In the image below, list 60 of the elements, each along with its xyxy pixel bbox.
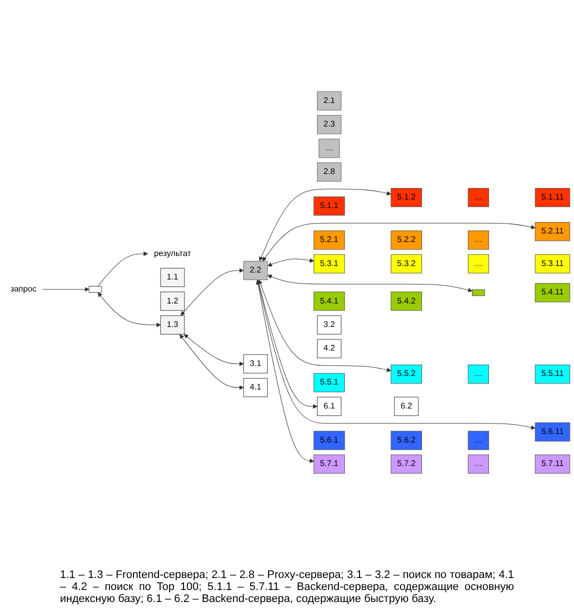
node-text: результат (154, 249, 192, 258)
node-box: 5.2.2 (390, 230, 422, 250)
node-box: 2.2 (243, 260, 268, 280)
node-box: … (468, 430, 490, 450)
node-box: 3.1 (243, 354, 268, 374)
node-box: 2.3 (317, 115, 342, 134)
node-box: 5.3.2 (390, 254, 422, 274)
node-box: 5.1.2 (390, 188, 422, 208)
node-box (472, 289, 485, 296)
node-box: 5.4.2 (390, 292, 422, 311)
arrow (258, 280, 392, 372)
arrow (180, 268, 244, 316)
arrow (98, 251, 148, 286)
node-box: 5.4.11 (534, 283, 570, 302)
node-box: 5.7.11 (534, 454, 570, 474)
node-box: 5.5.11 (534, 364, 570, 384)
node-box: 5.3.11 (534, 254, 570, 274)
node-box: 5.2.1 (314, 230, 345, 250)
node-box: 1.3 (160, 315, 185, 334)
node-box: 1.1 (160, 268, 185, 288)
arrow (259, 188, 392, 262)
node-box: 1.2 (160, 292, 185, 311)
node-box: 3.2 (317, 315, 342, 334)
node-box: … (468, 230, 490, 250)
node-box: 5.5.2 (390, 364, 422, 384)
arrow (256, 280, 314, 463)
node-box: 2.1 (317, 91, 342, 110)
node-box: 5.7.2 (390, 454, 422, 474)
node-box: 5.4.1 (314, 292, 345, 311)
arrow (256, 280, 536, 430)
node-box: 5.2.11 (534, 222, 570, 242)
node-box: … (468, 454, 490, 474)
node-box: 5.1.11 (534, 188, 570, 208)
arrow (267, 274, 472, 292)
arrow (262, 222, 536, 262)
node-box: … (468, 254, 490, 274)
node-box: 5.6.1 (314, 430, 345, 450)
node-box: 5.1.1 (314, 196, 345, 216)
node-box: 5.7.1 (314, 454, 345, 474)
node-box: 5.6.11 (534, 422, 570, 442)
arrow (256, 280, 318, 409)
node-box: 5.3.1 (314, 254, 345, 274)
node-box: 5.5.1 (314, 373, 345, 392)
node-box: 5.6.2 (390, 430, 422, 450)
arrow (180, 334, 244, 390)
node-box (88, 286, 102, 293)
node-box: … (468, 188, 490, 208)
node-box: 2.8 (317, 162, 342, 182)
caption: 1.1 – 1.3 – Frontend-сервера; 2.1 – 2.8 – Proxy-сервера; 3.1 – 3.2 – поиск по товарам; 4.1 – 4.2 – поиск по Top 100; 5.1.1 – 5.7.11 – Backend-сервера, содержащие основную индексную базу; 6.1 – 6.2 – Backend-сервера, содержащие быструю базу. (59, 568, 515, 607)
node-box: … (468, 364, 490, 384)
arrow (267, 258, 314, 267)
arrow (42, 287, 90, 292)
arrow (184, 334, 244, 366)
node-box: … (318, 138, 340, 158)
arrow (98, 292, 161, 328)
node-box: 4.2 (317, 339, 342, 358)
node-box: 4.1 (243, 378, 268, 398)
node-text: запрос (10, 284, 36, 294)
node-box: 6.1 (317, 396, 342, 416)
node-box: 6.2 (394, 396, 419, 416)
